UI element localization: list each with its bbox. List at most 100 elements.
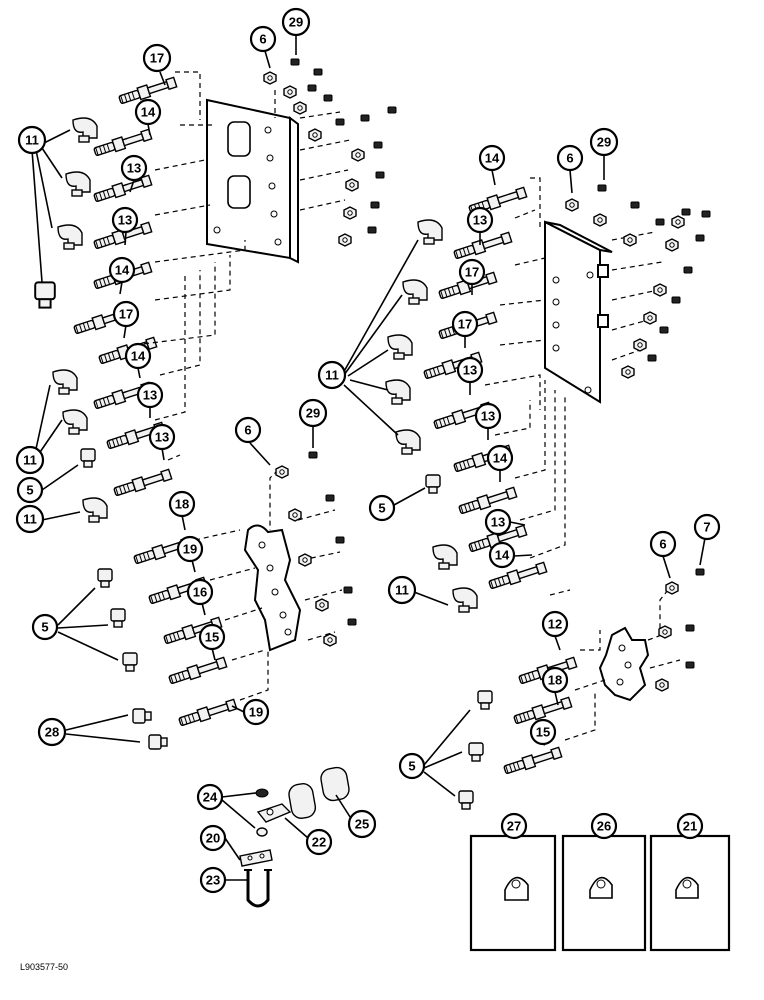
callout-13: 13 [456,356,484,384]
callout-14: 14 [134,98,162,126]
right-lower-plate [598,626,650,702]
callout-13: 13 [466,206,494,234]
svg-text:5: 5 [41,620,48,635]
svg-text:14: 14 [141,105,156,120]
svg-text:13: 13 [143,388,157,403]
clamp-hardware [239,766,350,908]
svg-text:15: 15 [205,630,219,645]
clamp-box-21 [649,834,731,952]
svg-text:11: 11 [325,368,339,383]
left-upper-dashed-lines [134,71,351,506]
svg-text:11: 11 [23,453,37,468]
svg-text:11: 11 [23,512,37,527]
svg-text:20: 20 [206,831,220,846]
svg-text:13: 13 [463,363,477,378]
svg-text:11: 11 [25,133,39,148]
svg-text:19: 19 [249,705,263,720]
callout-7: 7 [693,513,721,541]
callout-6: 6 [249,25,277,53]
callout-5: 5 [398,752,426,780]
callout-21: 21 [676,812,704,840]
right-upper-bracket-plate [544,220,613,404]
callout-15: 15 [198,623,226,651]
callout-28: 28 [37,717,67,747]
svg-text:17: 17 [465,265,479,280]
callout-19: 19 [242,698,270,726]
svg-text:29: 29 [306,406,320,421]
svg-text:14: 14 [495,548,510,563]
svg-text:25: 25 [355,817,369,832]
left-lower-plate [243,524,302,652]
left-upper-bracket-plate [206,98,299,264]
drawing-id: L903577-50 [20,962,68,972]
callout-16: 16 [186,578,214,606]
callout-13: 13 [120,154,148,182]
callouts: 17 6 29 11 14 13 13 14 17 14 13 13 11 5 … [15,7,721,894]
callout-22: 22 [305,828,333,856]
callout-14: 14 [488,541,516,569]
svg-text:16: 16 [193,585,207,600]
callout-20: 20 [199,824,227,852]
callout-13: 13 [484,508,512,536]
svg-text:13: 13 [155,430,169,445]
callout-18: 18 [168,490,196,518]
svg-text:5: 5 [26,483,33,498]
svg-text:26: 26 [597,819,611,834]
callout-26: 26 [590,812,618,840]
svg-text:5: 5 [408,759,415,774]
clamp-box-27 [469,834,557,952]
callout-17: 17 [451,310,479,338]
callout-17: 17 [112,300,140,328]
callout-11: 11 [17,125,47,155]
svg-text:18: 18 [548,673,562,688]
svg-text:17: 17 [150,51,164,66]
svg-text:14: 14 [115,263,130,278]
callout-29: 29 [298,398,328,428]
svg-text:11: 11 [395,583,409,598]
callout-11: 11 [387,575,417,605]
svg-text:14: 14 [485,151,500,166]
callout-19: 19 [176,535,204,563]
svg-text:6: 6 [566,151,573,166]
callout-6: 6 [649,530,677,558]
right-upper-fittings [422,185,548,592]
svg-text:6: 6 [244,423,251,438]
callout-24: 24 [196,783,224,811]
svg-text:29: 29 [597,135,611,150]
callout-13: 13 [111,206,139,234]
callout-18: 18 [541,666,569,694]
svg-text:23: 23 [206,873,220,888]
svg-text:12: 12 [548,617,562,632]
callout-25: 25 [347,809,377,839]
callout-6: 6 [556,144,584,172]
callout-14: 14 [478,144,506,172]
svg-text:22: 22 [312,835,326,850]
svg-text:13: 13 [118,213,132,228]
svg-text:6: 6 [259,32,266,47]
callout-29: 29 [589,127,619,157]
callout-6: 6 [234,416,262,444]
svg-text:21: 21 [683,819,697,834]
callout-5: 5 [368,494,396,522]
callout-23: 23 [199,866,227,894]
svg-text:13: 13 [127,161,141,176]
callout-13: 13 [136,381,164,409]
callout-17: 17 [458,258,486,286]
svg-text:14: 14 [131,349,146,364]
svg-text:29: 29 [289,15,303,30]
svg-text:13: 13 [481,409,495,424]
callout-5: 5 [31,613,59,641]
svg-text:27: 27 [507,819,521,834]
callout-11: 11 [15,504,45,534]
svg-text:19: 19 [183,542,197,557]
callout-14: 14 [486,444,514,472]
callout-29: 29 [281,7,311,37]
svg-text:18: 18 [175,497,189,512]
svg-text:7: 7 [703,520,710,535]
callout-27: 27 [500,812,528,840]
callout-13: 13 [474,402,502,430]
callout-14: 14 [108,256,136,284]
callout-11: 11 [15,445,45,475]
svg-text:13: 13 [473,213,487,228]
